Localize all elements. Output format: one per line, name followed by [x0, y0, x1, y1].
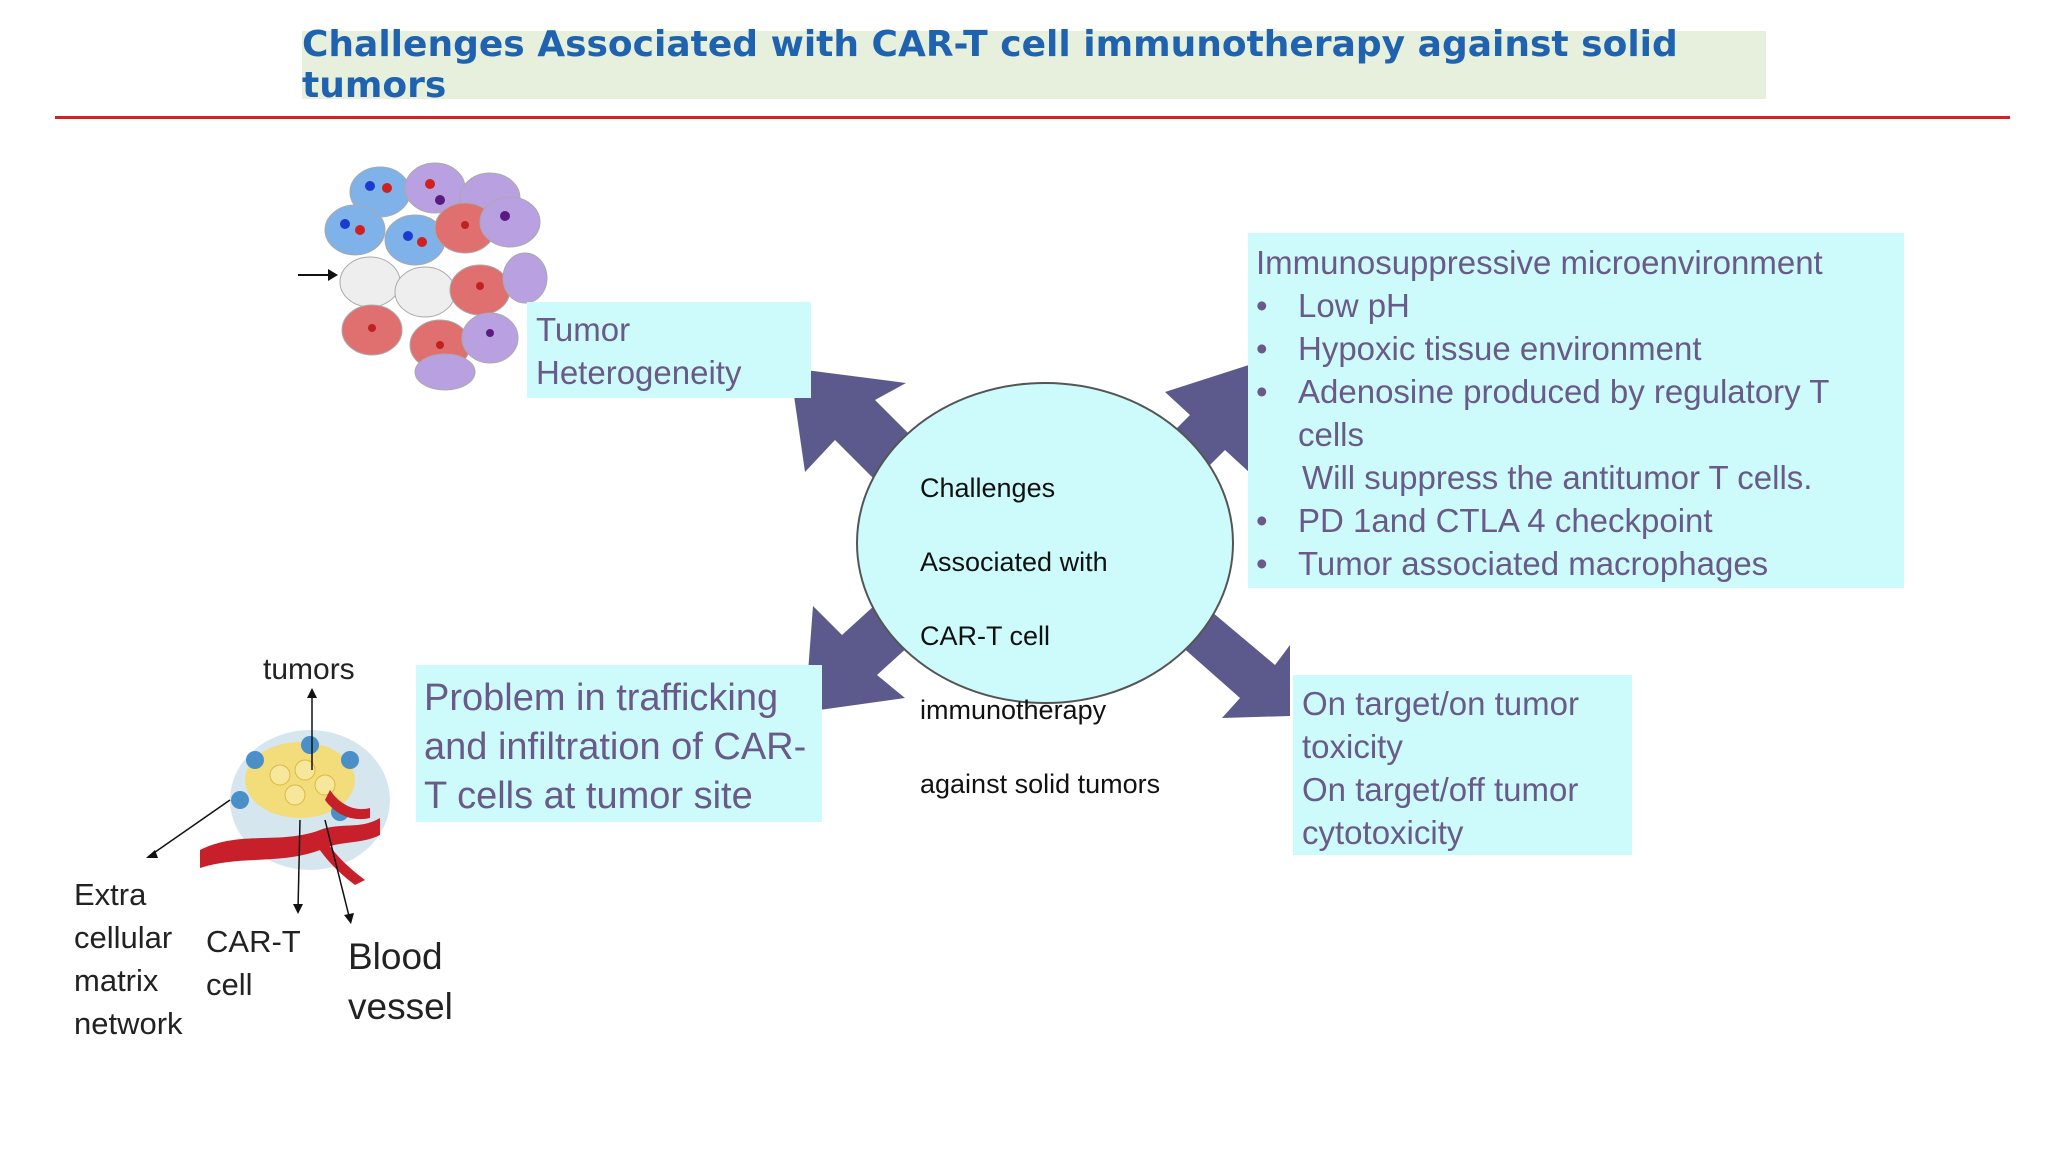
cell-nuclei [340, 179, 510, 349]
illustration-pointers [147, 690, 351, 921]
cart-cell-label: CAR-T cell [206, 920, 301, 1006]
microenvironment-box: Immunosuppressive microenvironment • Low… [1248, 233, 1904, 588]
box-line: On target/off tumor [1302, 771, 1579, 808]
bullet-continuation: Will suppress the antitumor T cells. [1302, 459, 1813, 496]
toxicity-box: On target/on tumor toxicity On target/of… [1293, 675, 1632, 855]
label-line: network [74, 1006, 183, 1041]
blood-vessel-label: Blood vessel [348, 932, 453, 1032]
label-line: vessel [348, 986, 453, 1027]
tumor-site-illustration [200, 730, 390, 885]
bullet-text: Adenosine produced by regulatory T cells [1298, 373, 1829, 453]
bullet-text: PD 1and CTLA 4 checkpoint [1298, 502, 1713, 539]
center-line: immunotherapy [920, 695, 1107, 725]
center-line: against solid tumors [920, 769, 1161, 799]
box-line: On target/on tumor [1302, 685, 1579, 722]
box-line: toxicity [1302, 728, 1403, 765]
title-banner: Challenges Associated with CAR-T cell im… [302, 24, 1766, 106]
bullet-text: Hypoxic tissue environment [1298, 330, 1702, 367]
bullet-dot: • [1256, 502, 1268, 539]
center-label: Challenges Associated with CAR-T cell im… [920, 433, 1160, 840]
bullet-item: • Tumor associated macrophages [1256, 542, 1896, 585]
bullet-text: Tumor associated macrophages [1298, 545, 1769, 582]
bullet-dot: • [1256, 287, 1268, 324]
bullet-item: • Adenosine produced by regulatory T cel… [1256, 370, 1896, 456]
box-line: Tumor [536, 311, 631, 348]
bullet-item: • Low pH [1256, 284, 1896, 327]
title-divider [55, 116, 2010, 119]
box-line: Problem in trafficking [424, 677, 779, 719]
bullet-item: • Hypoxic tissue environment [1256, 327, 1896, 370]
tumors-label: tumors [263, 653, 355, 686]
trafficking-box: Problem in trafficking and infiltration … [416, 665, 822, 822]
label-line: Blood [348, 936, 443, 977]
arrow-to-trafficking [805, 605, 910, 712]
heterogeneity-box: Tumor Heterogeneity [527, 302, 811, 398]
microenvironment-heading: Immunosuppressive microenvironment [1256, 244, 1823, 281]
label-line: cellular [74, 920, 173, 955]
bullet-text: Low pH [1298, 287, 1410, 324]
box-line: cytotoxicity [1302, 814, 1464, 851]
center-ellipse [856, 382, 1234, 704]
ecm-label: Extra cellular matrix network [74, 873, 183, 1045]
box-line: and infiltration of CAR- [424, 726, 807, 768]
label-line: Extra [74, 877, 147, 912]
arrow-to-toxicity [1180, 612, 1290, 718]
bullet-dot: • [1256, 373, 1268, 410]
label-line: cell [206, 967, 253, 1002]
label-line: CAR-T [206, 924, 301, 959]
center-line: Associated with [920, 547, 1108, 577]
box-line: T cells at tumor site [424, 775, 753, 817]
bullet-dot: • [1256, 330, 1268, 367]
box-line: Heterogeneity [536, 354, 742, 391]
bullet-dot: • [1256, 545, 1268, 582]
center-line: CAR-T cell [920, 621, 1051, 651]
center-line: Challenges [920, 473, 1056, 503]
bullet-item: • PD 1and CTLA 4 checkpoint [1256, 499, 1896, 542]
label-line: matrix [74, 963, 159, 998]
slide-title: Challenges Associated with CAR-T cell im… [302, 24, 1678, 106]
